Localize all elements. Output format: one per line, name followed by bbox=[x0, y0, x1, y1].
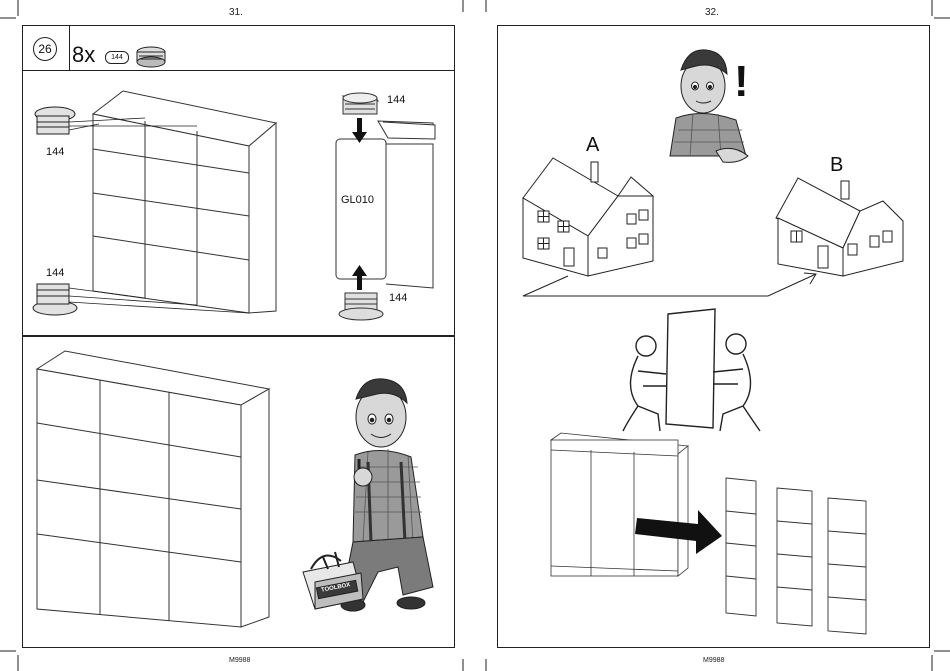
instructions-panel: ! A B bbox=[497, 25, 930, 648]
house-b bbox=[776, 178, 903, 276]
house-a-label: A bbox=[586, 134, 600, 156]
finished-wardrobe bbox=[37, 351, 269, 627]
house-b-label: B bbox=[830, 154, 843, 176]
exclamation-mark: ! bbox=[734, 57, 749, 106]
right-page-number: 32. bbox=[705, 7, 719, 18]
a-to-b-arrow bbox=[523, 273, 816, 296]
label-144-bottom-right: 144 bbox=[389, 292, 407, 304]
house-a bbox=[523, 158, 653, 276]
result-panel: TOOLBOX bbox=[22, 336, 455, 648]
label-144-bottom-left: 144 bbox=[46, 267, 64, 279]
label-144-top-right: 144 bbox=[387, 94, 405, 106]
panel-detail bbox=[336, 93, 435, 320]
result-illustration bbox=[23, 337, 454, 647]
instructions-illustration: ! A B bbox=[498, 26, 929, 647]
right-footer-code: M9988 bbox=[703, 657, 724, 664]
label-gl010: GL010 bbox=[341, 194, 374, 206]
door-panels bbox=[726, 478, 866, 634]
step-26-panel: 26 8x 144 bbox=[22, 25, 455, 336]
step-illustration bbox=[23, 26, 454, 335]
left-footer-code: M9988 bbox=[229, 657, 250, 664]
label-144-top-left: 144 bbox=[46, 146, 64, 158]
open-wardrobe bbox=[551, 433, 688, 576]
glide-part-icon bbox=[137, 47, 165, 67]
wardrobe-drawing bbox=[93, 91, 276, 313]
two-person-carry-icon bbox=[623, 309, 760, 431]
